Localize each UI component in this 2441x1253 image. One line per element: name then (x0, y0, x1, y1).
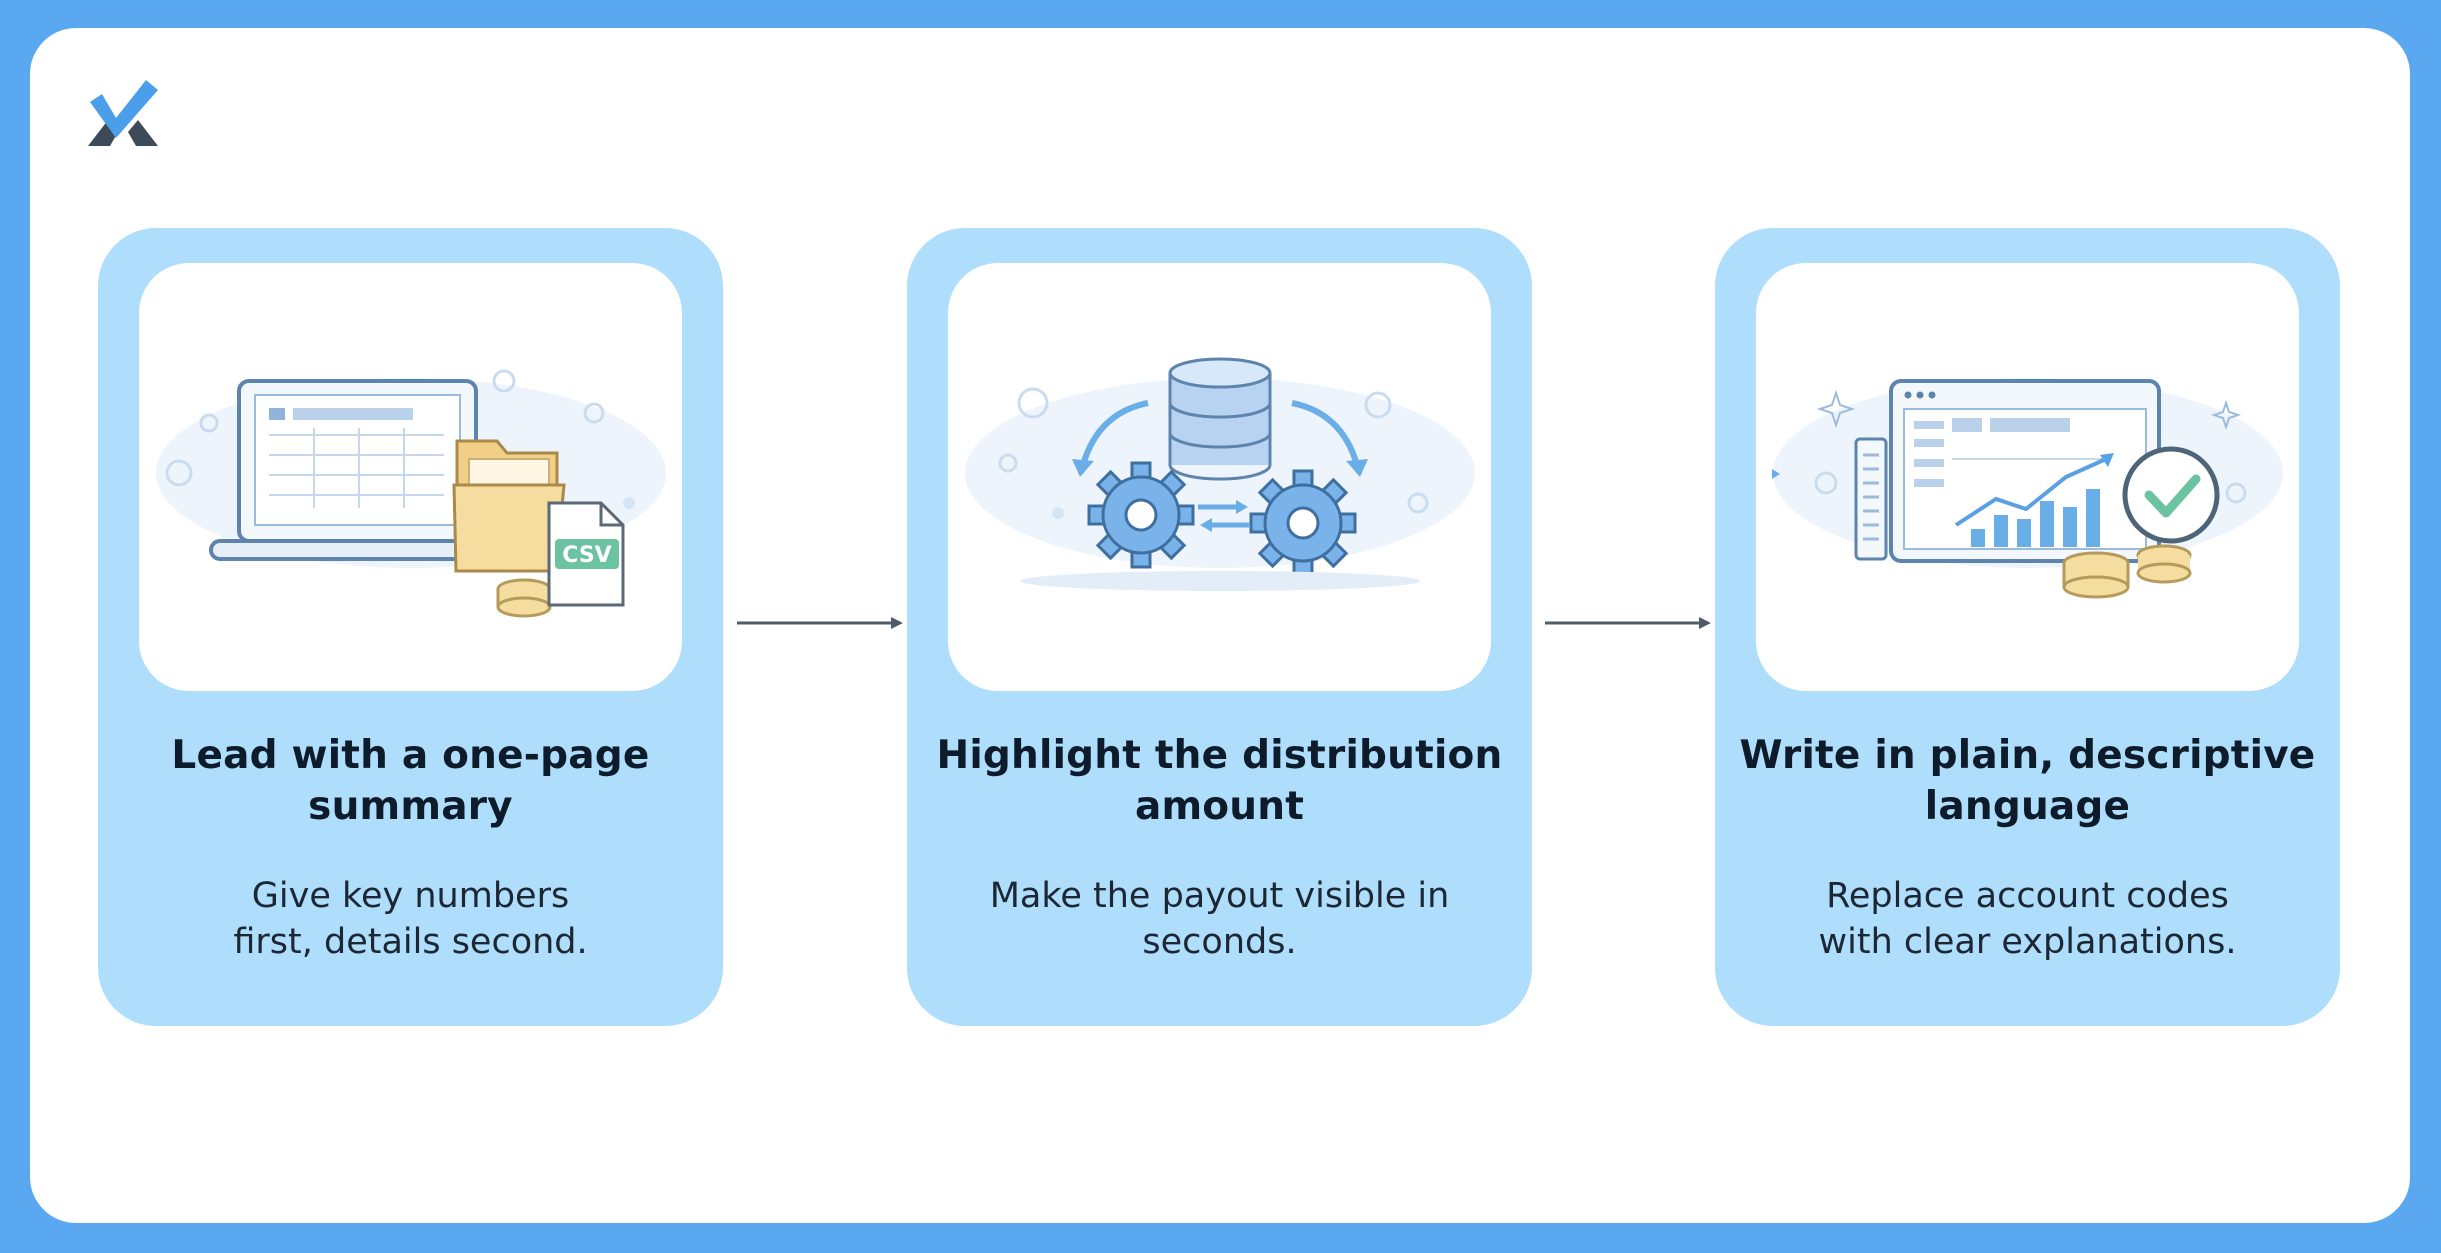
step-title: Lead with a one-page summary (171, 733, 650, 829)
checkmark-x-logo-icon (88, 80, 158, 146)
step-title: Write in plain, descriptive language (1739, 733, 2316, 829)
step-card-3: Write in plain, descriptive language Rep… (1715, 228, 2340, 1026)
arrow-right-icon (1545, 617, 1711, 629)
connector-arrow-2 (1543, 608, 1713, 638)
step-card-2: Highlight the distribution amount Make t… (907, 228, 1532, 1026)
illustration-spreadsheet: CSV (139, 263, 682, 691)
connector-arrow-1 (735, 608, 905, 638)
step-description: Make the payout visible in seconds. (989, 876, 1450, 962)
arrow-right-icon (737, 617, 903, 629)
csv-badge-text: CSV (562, 543, 611, 568)
illustration-database-gears (948, 263, 1491, 691)
step-description: Replace account codes with clear explana… (1818, 876, 2237, 962)
illustration-dashboard-check (1756, 263, 2299, 691)
step-card-1: CSV Lead with a one-page summary Give ke… (98, 228, 723, 1026)
step-title: Highlight the distribution amount (936, 733, 1503, 829)
content-panel: CSV Lead with a one-page summary Give ke… (30, 28, 2410, 1223)
brand-logo (88, 80, 158, 146)
step-description: Give key numbers first, details second. (233, 876, 588, 962)
